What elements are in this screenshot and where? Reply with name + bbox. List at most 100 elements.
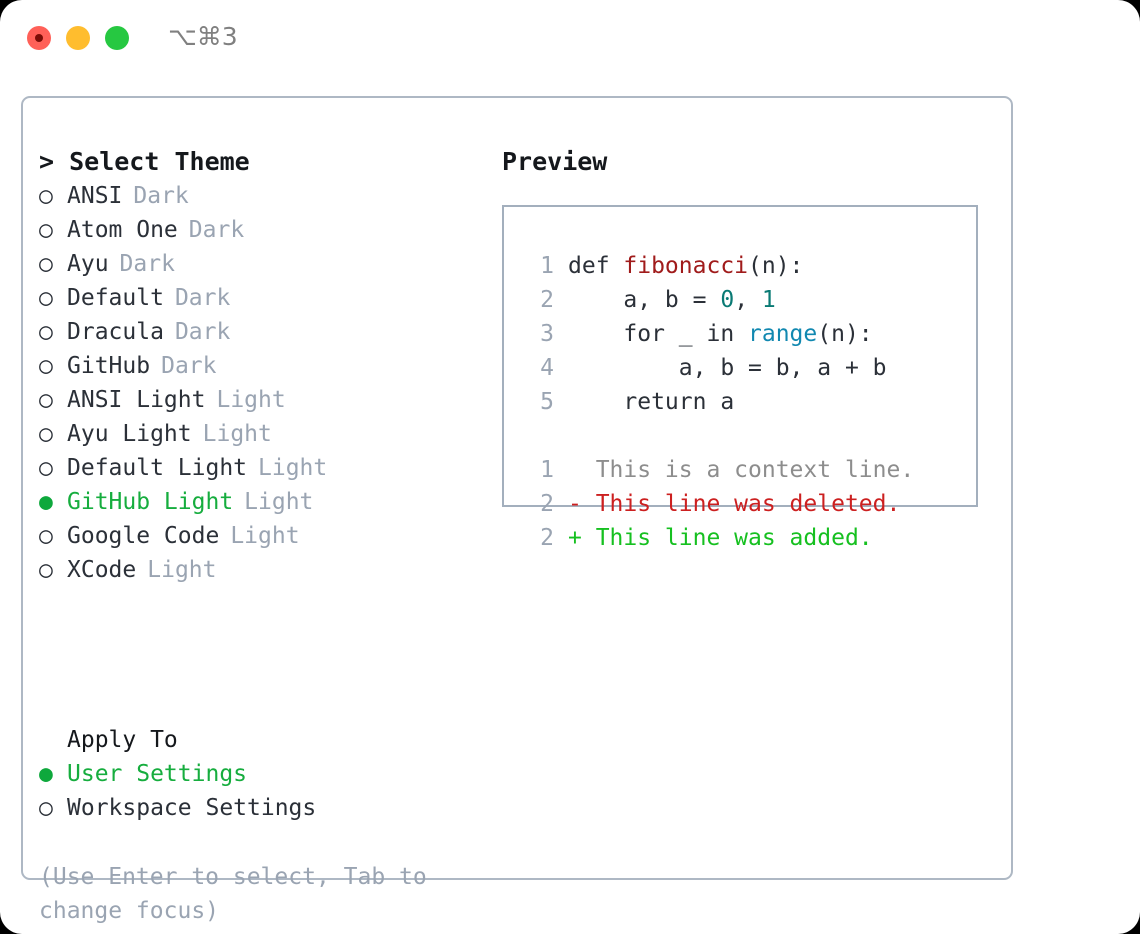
title-bar: ⌥⌘3 — [0, 0, 1140, 76]
theme-option-name: Atom One — [67, 217, 178, 243]
line-number: 5 — [540, 389, 554, 415]
theme-option[interactable]: ○ Atom One Dark — [39, 213, 499, 247]
apply-to-heading: Apply To — [67, 727, 178, 753]
preview-section: Preview — [502, 145, 1002, 179]
diff-line: 1 This is a context line. — [526, 453, 914, 487]
line-number: 3 — [540, 321, 554, 347]
line-number: 4 — [540, 355, 554, 381]
diff-line: 2 + This line was added. — [526, 521, 914, 555]
code-token: 0 — [720, 287, 735, 313]
line-number: 1 — [540, 253, 554, 279]
diff-line-text: This is a context line. — [568, 457, 915, 483]
theme-option-kind: Light — [258, 455, 328, 481]
theme-list-heading: > Select Theme — [39, 147, 250, 176]
theme-option-name: XCode — [67, 557, 137, 583]
theme-option-name: Default — [67, 285, 164, 311]
line-number: 1 — [540, 457, 554, 483]
theme-option-kind: Light — [230, 523, 300, 549]
theme-option-kind: Dark — [188, 217, 245, 243]
theme-option-kind: Light — [147, 557, 217, 583]
code-token: range — [748, 321, 818, 347]
keyboard-shortcut-label: ⌥⌘3 — [168, 22, 238, 51]
close-button[interactable] — [27, 26, 51, 50]
zoom-button[interactable] — [105, 26, 129, 50]
theme-option-kind: Dark — [174, 319, 231, 345]
line-number: 2 — [540, 287, 554, 313]
code-line: 4 a, b = b, a + b — [526, 351, 914, 385]
code-line: 5 return a — [526, 385, 914, 419]
theme-option-name: Dracula — [67, 319, 164, 345]
theme-option[interactable]: ○ ANSI Light Light — [39, 383, 499, 417]
theme-option-kind: Light — [202, 421, 272, 447]
code-line-text: for _ in range(n): — [568, 317, 873, 351]
code-token: return a — [568, 389, 735, 415]
apply-to-option-label: Workspace Settings — [67, 795, 317, 821]
radio-unselected-icon: ○ — [39, 523, 53, 549]
code-line-text: a, b = 0, 1 — [568, 283, 775, 317]
code-spacer — [526, 419, 914, 453]
theme-option-kind: Light — [244, 489, 314, 515]
code-line-text: a, b = b, a + b — [568, 351, 887, 385]
code-line-text: def fibonacci(n): — [568, 249, 803, 283]
theme-option-name: GitHub Light — [67, 489, 234, 515]
radio-unselected-icon: ○ — [39, 251, 53, 277]
theme-option-name: Ayu — [67, 251, 109, 277]
theme-option-kind: Dark — [119, 251, 175, 277]
code-token: def — [568, 253, 624, 279]
theme-option[interactable]: ○ Default Dark — [39, 281, 499, 315]
theme-option-kind: Dark — [133, 183, 189, 209]
radio-unselected-icon: ○ — [39, 795, 53, 821]
theme-option[interactable]: ○ Ayu Dark — [39, 247, 499, 281]
radio-unselected-icon: ○ — [39, 285, 53, 311]
theme-option[interactable]: ● GitHub Light Light — [39, 485, 499, 519]
minimize-button[interactable] — [66, 26, 90, 50]
theme-option[interactable]: ○ Google Code Light — [39, 519, 499, 553]
radio-unselected-icon: ○ — [39, 455, 53, 481]
diff-line-text: - This line was deleted. — [568, 491, 901, 517]
theme-option-name: GitHub — [67, 353, 151, 379]
code-token: fibonacci — [623, 253, 749, 279]
diff-line-text: + This line was added. — [568, 525, 873, 551]
apply-to-option-label: User Settings — [67, 761, 248, 787]
theme-option-kind: Dark — [174, 285, 231, 311]
code-token: (n): — [817, 321, 873, 347]
traffic-lights — [27, 26, 129, 50]
radio-selected-icon: ● — [39, 761, 53, 787]
apply-to-option[interactable]: ○ Workspace Settings — [39, 791, 499, 825]
radio-unselected-icon: ○ — [39, 319, 53, 345]
theme-option-name: ANSI Light — [67, 387, 206, 413]
code-token: a, b = b, a + b — [568, 355, 887, 381]
radio-unselected-icon: ○ — [39, 183, 53, 209]
theme-option-name: Default Light — [67, 455, 248, 481]
preview-heading: Preview — [502, 147, 608, 176]
radio-selected-icon: ● — [39, 489, 53, 515]
line-number: 2 — [540, 491, 554, 517]
line-number: 2 — [540, 525, 554, 551]
apply-to-section: Apply To ● User Settings ○ Workspace Settin… — [39, 723, 499, 825]
theme-option[interactable]: ○ Default Light Light — [39, 451, 499, 485]
theme-option-name: Ayu Light — [67, 421, 192, 447]
theme-option-kind: Dark — [161, 353, 217, 379]
theme-option-name: Google Code — [67, 523, 220, 549]
theme-option-kind: Light — [216, 387, 286, 413]
code-token: , — [734, 287, 762, 313]
code-line: 1 def fibonacci(n): — [526, 249, 914, 283]
theme-option[interactable]: ○ Dracula Dark — [39, 315, 499, 349]
radio-unselected-icon: ○ — [39, 217, 53, 243]
keyboard-hint: (Use Enter to select, Tab to change focu… — [39, 864, 441, 924]
apply-to-list: ● User Settings ○ Workspace Settings — [39, 757, 499, 825]
code-token: for _ in — [568, 321, 749, 347]
apply-to-option[interactable]: ● User Settings — [39, 757, 499, 791]
code-token: (n): — [748, 253, 804, 279]
theme-option[interactable]: ○ ANSI Dark — [39, 179, 499, 213]
theme-option-name: ANSI — [67, 183, 123, 209]
radio-unselected-icon: ○ — [39, 387, 53, 413]
